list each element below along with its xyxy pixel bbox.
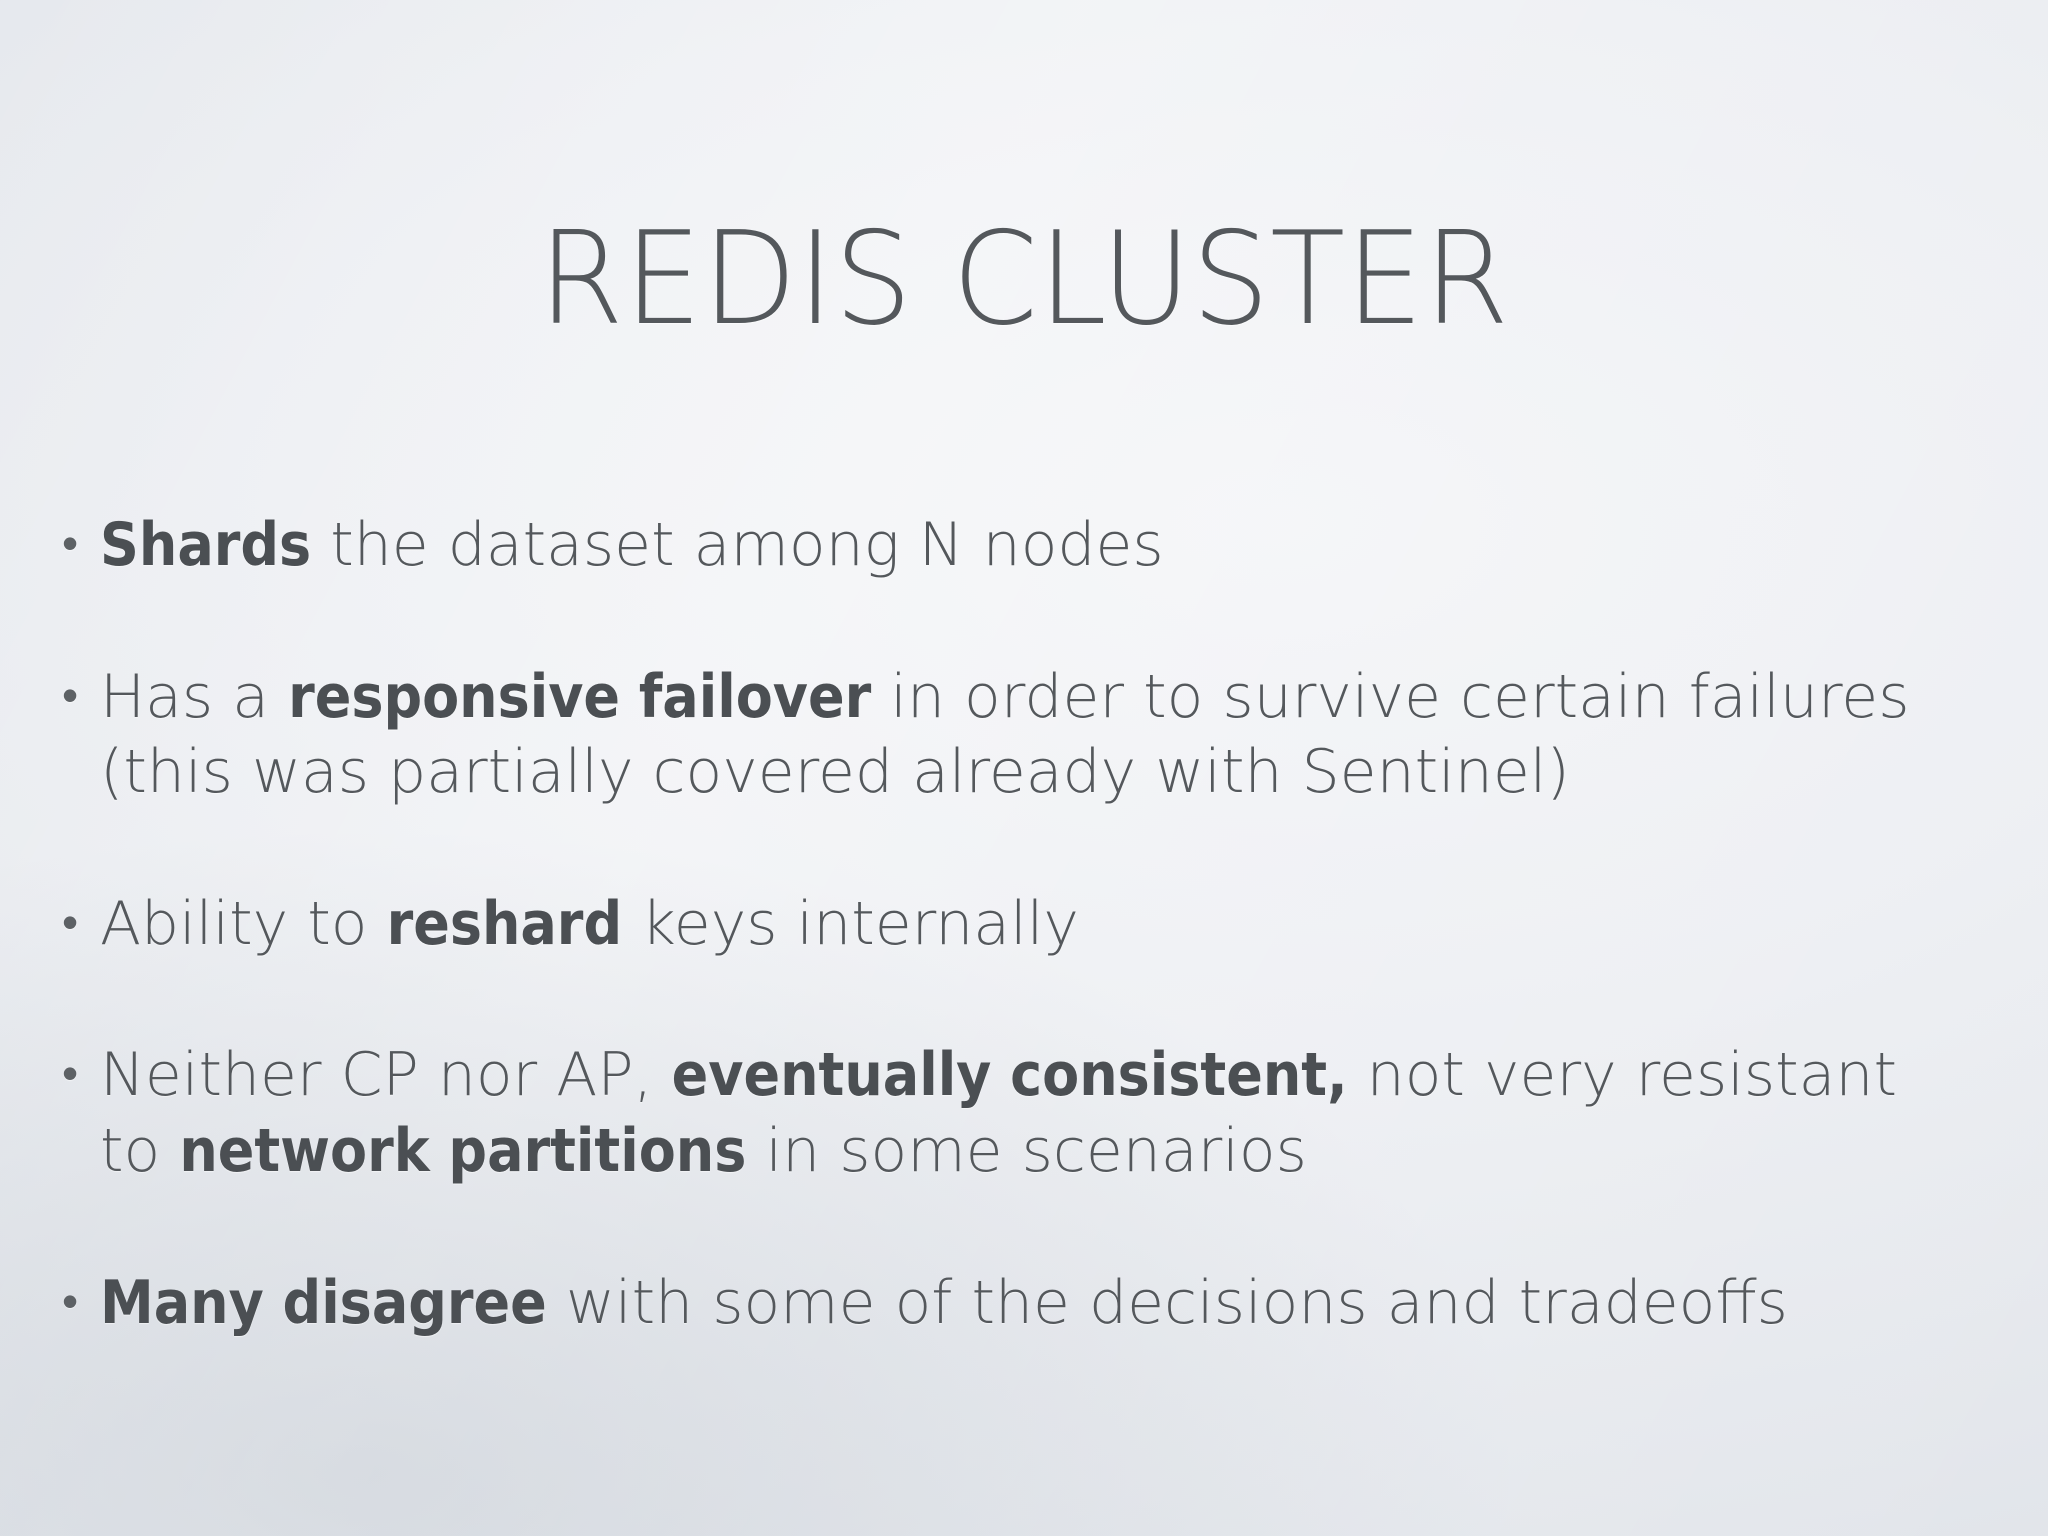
list-item: • Shards the dataset among N nodes (62, 508, 1996, 584)
list-item-line: Ability to reshard keys internally (100, 887, 1996, 963)
plain-text: not very resistant (1347, 1040, 1897, 1111)
list-item-text: Ability to reshard keys internally (100, 887, 1996, 963)
plain-text: keys internally (622, 888, 1079, 959)
emphasis-text: eventually consistent, (671, 1040, 1348, 1111)
list-item-text: Has a responsive failover in order to su… (100, 660, 1996, 811)
bullet-list: • Shards the dataset among N nodes • Has a … (62, 508, 1996, 1341)
page-title: REDIS CLUSTER (538, 204, 1510, 354)
list-item: • Neither CP nor AP, eventually consisten… (62, 1038, 1996, 1189)
bullet-point-icon: • (62, 1046, 79, 1101)
bullet-point-icon: • (62, 667, 79, 722)
plain-text: Ability to (100, 888, 387, 959)
plain-text: in order to survive certain failures (871, 661, 1910, 732)
emphasis-text: network partitions (179, 1115, 747, 1186)
list-item-line: Shards the dataset among N nodes (100, 508, 1996, 584)
list-item-line: Many disagree with some of the decisions… (100, 1266, 1996, 1342)
plain-text: with some of the decisions and tradeoffs (546, 1267, 1788, 1338)
emphasis-text: reshard (386, 888, 623, 959)
list-item-line: Has a responsive failover in order to su… (100, 660, 1996, 736)
list-item: • Many disagree with some of the decision… (62, 1266, 1996, 1342)
list-item: • Ability to reshard keys internally (62, 887, 1996, 963)
emphasis-text: Shards (100, 510, 312, 580)
emphasis-text: Many disagree (100, 1267, 547, 1338)
list-item: • Has a responsive failover in order to s… (62, 660, 1996, 811)
list-item-line: (this was partially covered already with… (100, 735, 1996, 811)
plain-text: to (100, 1115, 180, 1186)
plain-text: Has a (100, 661, 289, 732)
plain-text: in some scenarios (746, 1115, 1307, 1186)
emphasis-text: responsive failover (288, 661, 872, 732)
bullet-point-icon: • (62, 516, 79, 570)
plain-text: (this was partially covered already with… (100, 737, 1570, 808)
list-item-text: Shards the dataset among N nodes (100, 508, 1996, 584)
list-item-line: to network partitions in some scenarios (100, 1114, 1996, 1190)
plain-text: the dataset among N nodes (311, 510, 1164, 580)
bullet-point-icon: • (62, 1273, 79, 1328)
list-item-text: Neither CP nor AP, eventually consistent… (100, 1038, 1996, 1189)
list-item-text: Many disagree with some of the decisions… (100, 1266, 1996, 1342)
plain-text: Neither CP nor AP, (100, 1040, 672, 1111)
list-item-line: Neither CP nor AP, eventually consistent… (100, 1038, 1996, 1114)
bullet-point-icon: • (62, 894, 79, 949)
